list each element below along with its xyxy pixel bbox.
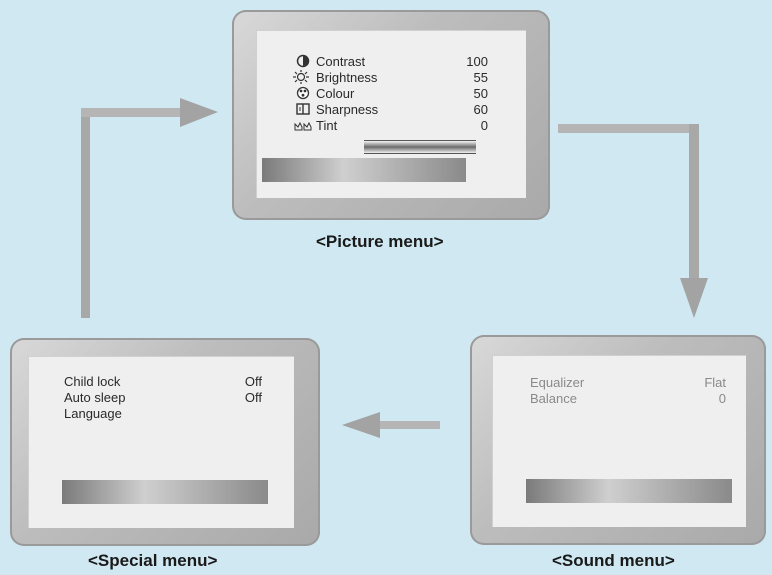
colour-label: Colour <box>316 86 355 101</box>
sound-item-balance: Balance 0 <box>492 391 746 407</box>
brightness-icon <box>292 70 309 84</box>
equalizer-value: Flat <box>704 375 726 390</box>
picture-item-brightness: Brightness 55 <box>256 70 526 86</box>
special-item-language: Language <box>28 406 294 422</box>
child-lock-label: Child lock <box>64 374 121 389</box>
colour-value: 50 <box>473 86 488 101</box>
arrow-sound-to-special <box>342 412 440 438</box>
picture-menu-screen: Contrast 100 Brightness 55 Colour 50 Sha… <box>232 10 550 220</box>
sound-menu-caption: <Sound menu> <box>552 551 675 570</box>
balance-label: Balance <box>530 391 577 406</box>
special-menu-caption: <Special menu> <box>88 551 218 570</box>
brightness-value: 55 <box>473 70 488 85</box>
colour-icon <box>296 86 312 100</box>
contrast-value: 100 <box>466 54 488 69</box>
tint-icon <box>294 118 312 132</box>
sharpness-icon <box>296 102 312 116</box>
picture-menu-caption: <Picture menu> <box>316 232 444 251</box>
picture-menu-panel: Contrast 100 Brightness 55 Colour 50 Sha… <box>256 30 526 198</box>
picture-item-contrast: Contrast 100 <box>256 54 526 70</box>
picture-item-sharpness: Sharpness 60 <box>256 102 526 118</box>
contrast-label: Contrast <box>316 54 366 69</box>
brightness-label: Brightness <box>316 70 378 85</box>
picture-menu-scrollbar <box>364 140 476 154</box>
contrast-icon <box>296 54 312 68</box>
special-menu-panel: Child lock Off Auto sleep Off Language <box>28 356 294 528</box>
arrow-picture-to-sound <box>558 124 708 318</box>
tint-value: 0 <box>480 118 488 133</box>
arrow-special-to-picture <box>81 98 218 318</box>
auto-sleep-label: Auto sleep <box>64 390 126 405</box>
auto-sleep-value: Off <box>244 390 262 405</box>
special-menu-screen: Child lock Off Auto sleep Off Language <box>10 338 320 546</box>
sound-menu-bottom-bar <box>526 479 732 503</box>
sound-menu-screen: Equalizer Flat Balance 0 <box>470 335 766 545</box>
special-item-auto-sleep: Auto sleep Off <box>28 390 294 406</box>
picture-item-tint: Tint 0 <box>256 118 526 134</box>
sharpness-label: Sharpness <box>316 102 379 117</box>
picture-menu-bottom-bar <box>262 158 466 182</box>
balance-value: 0 <box>718 391 726 406</box>
sharpness-value: 60 <box>473 102 488 117</box>
picture-item-colour: Colour 50 <box>256 86 526 102</box>
child-lock-value: Off <box>244 374 262 389</box>
special-item-child-lock: Child lock Off <box>28 374 294 390</box>
equalizer-label: Equalizer <box>530 375 585 390</box>
sound-item-equalizer: Equalizer Flat <box>492 375 746 391</box>
special-menu-bottom-bar <box>62 480 268 504</box>
sound-menu-panel: Equalizer Flat Balance 0 <box>492 355 746 527</box>
tint-label: Tint <box>316 118 338 133</box>
language-label: Language <box>64 406 122 421</box>
